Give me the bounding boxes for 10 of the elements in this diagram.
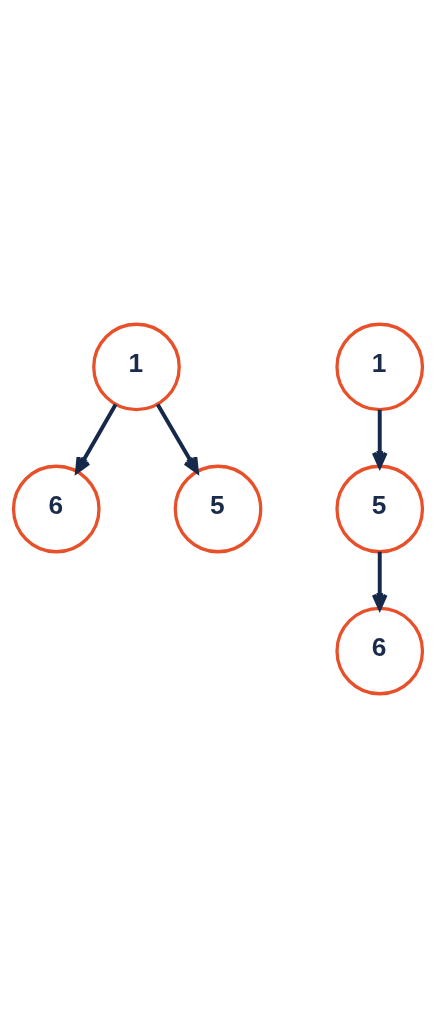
arrow xyxy=(75,403,118,474)
arrow xyxy=(371,409,388,469)
node-circle: 1 xyxy=(92,322,181,412)
arrow xyxy=(371,551,388,611)
node-circle: 1 xyxy=(335,322,425,412)
node-circle: 6 xyxy=(11,464,101,554)
node-circle: 6 xyxy=(335,606,425,696)
arrow xyxy=(156,403,199,474)
node-circle: 5 xyxy=(335,464,425,554)
node-circle: 5 xyxy=(173,464,263,554)
